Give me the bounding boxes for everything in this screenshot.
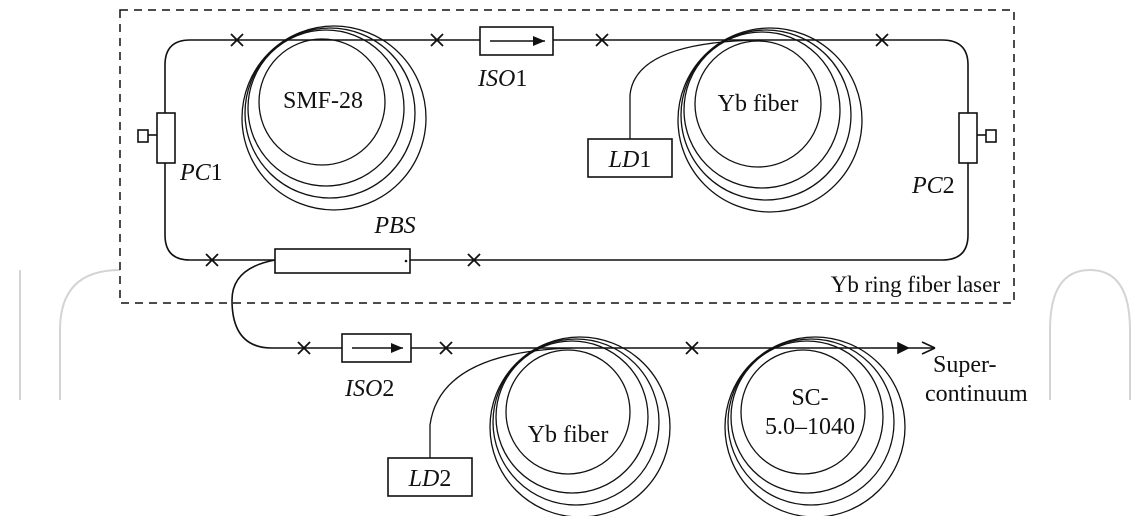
yb-amp-label: Yb fiber [528,422,609,448]
laser-diode-2: LD2 [387,457,473,497]
supercontinuum-output: Super- continuum [925,352,1028,407]
laser-region-border [119,9,1015,304]
output-label-line2: continuum [925,381,1028,407]
sc-fiber-label-line1: SC- [791,385,828,411]
isolator-1: ISO1 [477,26,554,92]
yb-ring-label: Yb fiber [718,91,799,117]
polarization-controller-2: PC2 [911,112,997,199]
sc-fiber-coil: SC- 5.0–1040 [724,336,906,516]
iso1-label: ISO1 [477,66,527,92]
polarization-controller-1: PC1 [137,112,223,186]
sc-fiber-label-line2: 5.0–1040 [765,414,855,440]
watermark [19,268,1131,400]
iso2-label: ISO2 [344,376,394,402]
ld2-label: LD2 [408,466,452,492]
output-label-line1: Super- [933,352,997,378]
laser-diode-1: LD1 [587,138,673,178]
yb-amp-coil: Yb fiber [489,336,671,516]
amplifier-fiber [231,259,936,355]
laser-region-label: Yb ring fiber laser [831,272,1001,297]
pc2-label: PC2 [911,173,955,199]
pc1-label: PC1 [179,160,223,186]
isolator-2: ISO2 [341,333,412,402]
pbs-label: PBS [373,213,415,239]
polarization-beam-splitter: PBS [274,213,416,274]
yb-ring-coil: Yb fiber [677,27,863,213]
ring-fiber [164,39,969,261]
smf28-label: SMF-28 [283,88,363,114]
pump-fibers [429,39,761,458]
ld1-label: LD1 [608,147,652,173]
splice-marks [205,33,889,355]
smf28-coil: SMF-28 [241,25,427,211]
